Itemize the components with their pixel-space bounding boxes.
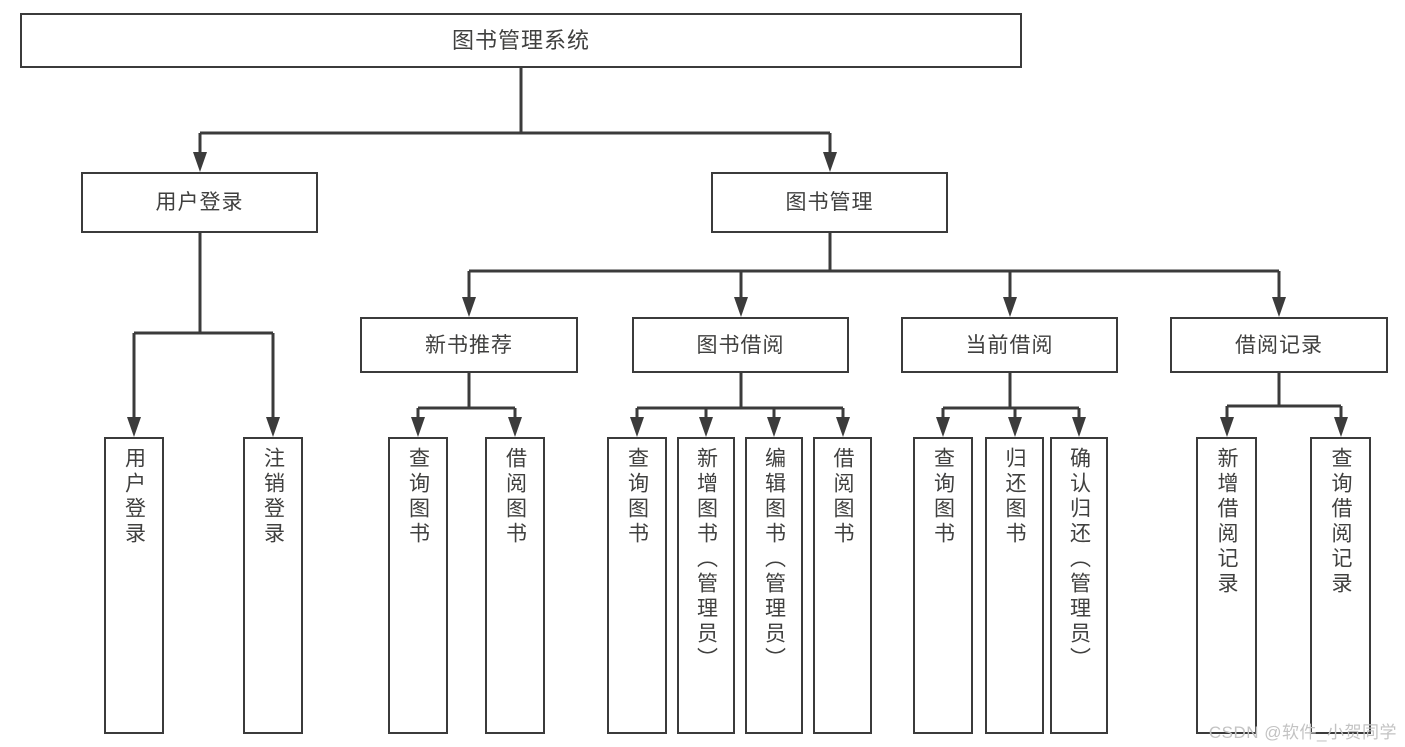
node-leaf-edit-book[interactable]: 编辑图书（管理员） [745, 437, 803, 734]
node-label-book-manage: 图书管理 [785, 191, 874, 214]
node-label-leaf-query-record: 查询借阅记录 [1329, 447, 1352, 597]
arrowhead-borrow-record [1272, 297, 1286, 317]
node-new-book-rec[interactable]: 新书推荐 [360, 317, 578, 373]
arrowhead-leaf-borrow-book-1 [508, 417, 522, 437]
node-label-current-borrow: 当前借阅 [965, 333, 1054, 357]
node-label-leaf-add-record: 新增借阅记录 [1215, 447, 1238, 597]
node-label-user-login: 用户登录 [155, 191, 244, 214]
arrowhead-leaf-return-book [1008, 417, 1022, 437]
node-leaf-user-login[interactable]: 用户登录 [104, 437, 164, 734]
node-leaf-borrow-book-2[interactable]: 借阅图书 [813, 437, 872, 734]
node-borrow-record[interactable]: 借阅记录 [1170, 317, 1388, 373]
arrowhead-leaf-user-login [127, 417, 141, 437]
node-label-leaf-query-book-1: 查询图书 [406, 447, 430, 547]
node-current-borrow[interactable]: 当前借阅 [901, 317, 1118, 373]
node-leaf-add-book[interactable]: 新增图书（管理员） [677, 437, 735, 734]
arrowhead-leaf-query-book-2 [630, 417, 644, 437]
node-label-leaf-borrow-book-2: 借阅图书 [831, 447, 854, 547]
arrowhead-leaf-query-record [1334, 417, 1348, 437]
node-label-leaf-logout: 注销登录 [261, 447, 285, 547]
node-leaf-query-book-3[interactable]: 查询图书 [913, 437, 973, 734]
node-root[interactable]: 图书管理系统 [20, 13, 1022, 68]
node-label-leaf-return-book: 归还图书 [1003, 447, 1026, 547]
node-leaf-logout[interactable]: 注销登录 [243, 437, 303, 734]
arrowhead-leaf-edit-book [767, 417, 781, 437]
arrowhead-user-login [193, 152, 207, 172]
node-book-manage[interactable]: 图书管理 [711, 172, 948, 233]
node-leaf-add-record[interactable]: 新增借阅记录 [1196, 437, 1257, 734]
node-leaf-query-record[interactable]: 查询借阅记录 [1310, 437, 1371, 734]
node-label-leaf-add-book: 新增图书（管理员） [694, 447, 718, 672]
node-label-leaf-edit-book: 编辑图书（管理员） [762, 447, 786, 672]
node-label-leaf-borrow-book-1: 借阅图书 [503, 447, 527, 547]
arrowhead-current-borrow [1003, 297, 1017, 317]
node-label-leaf-query-book-2: 查询图书 [625, 447, 649, 547]
arrowhead-leaf-borrow-book-2 [836, 417, 850, 437]
node-leaf-return-book[interactable]: 归还图书 [985, 437, 1044, 734]
node-user-login[interactable]: 用户登录 [81, 172, 318, 233]
arrowhead-new-book-rec [462, 297, 476, 317]
node-leaf-confirm-return[interactable]: 确认归还（管理员） [1050, 437, 1108, 734]
node-label-leaf-user-login: 用户登录 [122, 447, 146, 547]
arrowhead-leaf-confirm-return [1072, 417, 1086, 437]
node-label-new-book-rec: 新书推荐 [425, 333, 513, 357]
arrowhead-leaf-add-book [699, 417, 713, 437]
node-label-leaf-query-book-3: 查询图书 [931, 447, 955, 547]
arrowhead-leaf-query-book-3 [936, 417, 950, 437]
node-leaf-borrow-book-1[interactable]: 借阅图书 [485, 437, 545, 734]
arrowhead-leaf-add-record [1220, 417, 1234, 437]
node-label-borrow-record: 借阅记录 [1235, 333, 1323, 357]
node-leaf-query-book-1[interactable]: 查询图书 [388, 437, 448, 734]
arrowhead-leaf-logout [266, 417, 280, 437]
node-leaf-query-book-2[interactable]: 查询图书 [607, 437, 667, 734]
arrowhead-book-manage [823, 152, 837, 172]
node-book-borrow[interactable]: 图书借阅 [632, 317, 849, 373]
arrowhead-book-borrow [734, 297, 748, 317]
node-label-root: 图书管理系统 [451, 27, 590, 53]
node-label-book-borrow: 图书借阅 [696, 333, 785, 357]
arrowhead-leaf-query-book-1 [411, 417, 425, 437]
node-label-leaf-confirm-return: 确认归还（管理员） [1067, 447, 1091, 672]
